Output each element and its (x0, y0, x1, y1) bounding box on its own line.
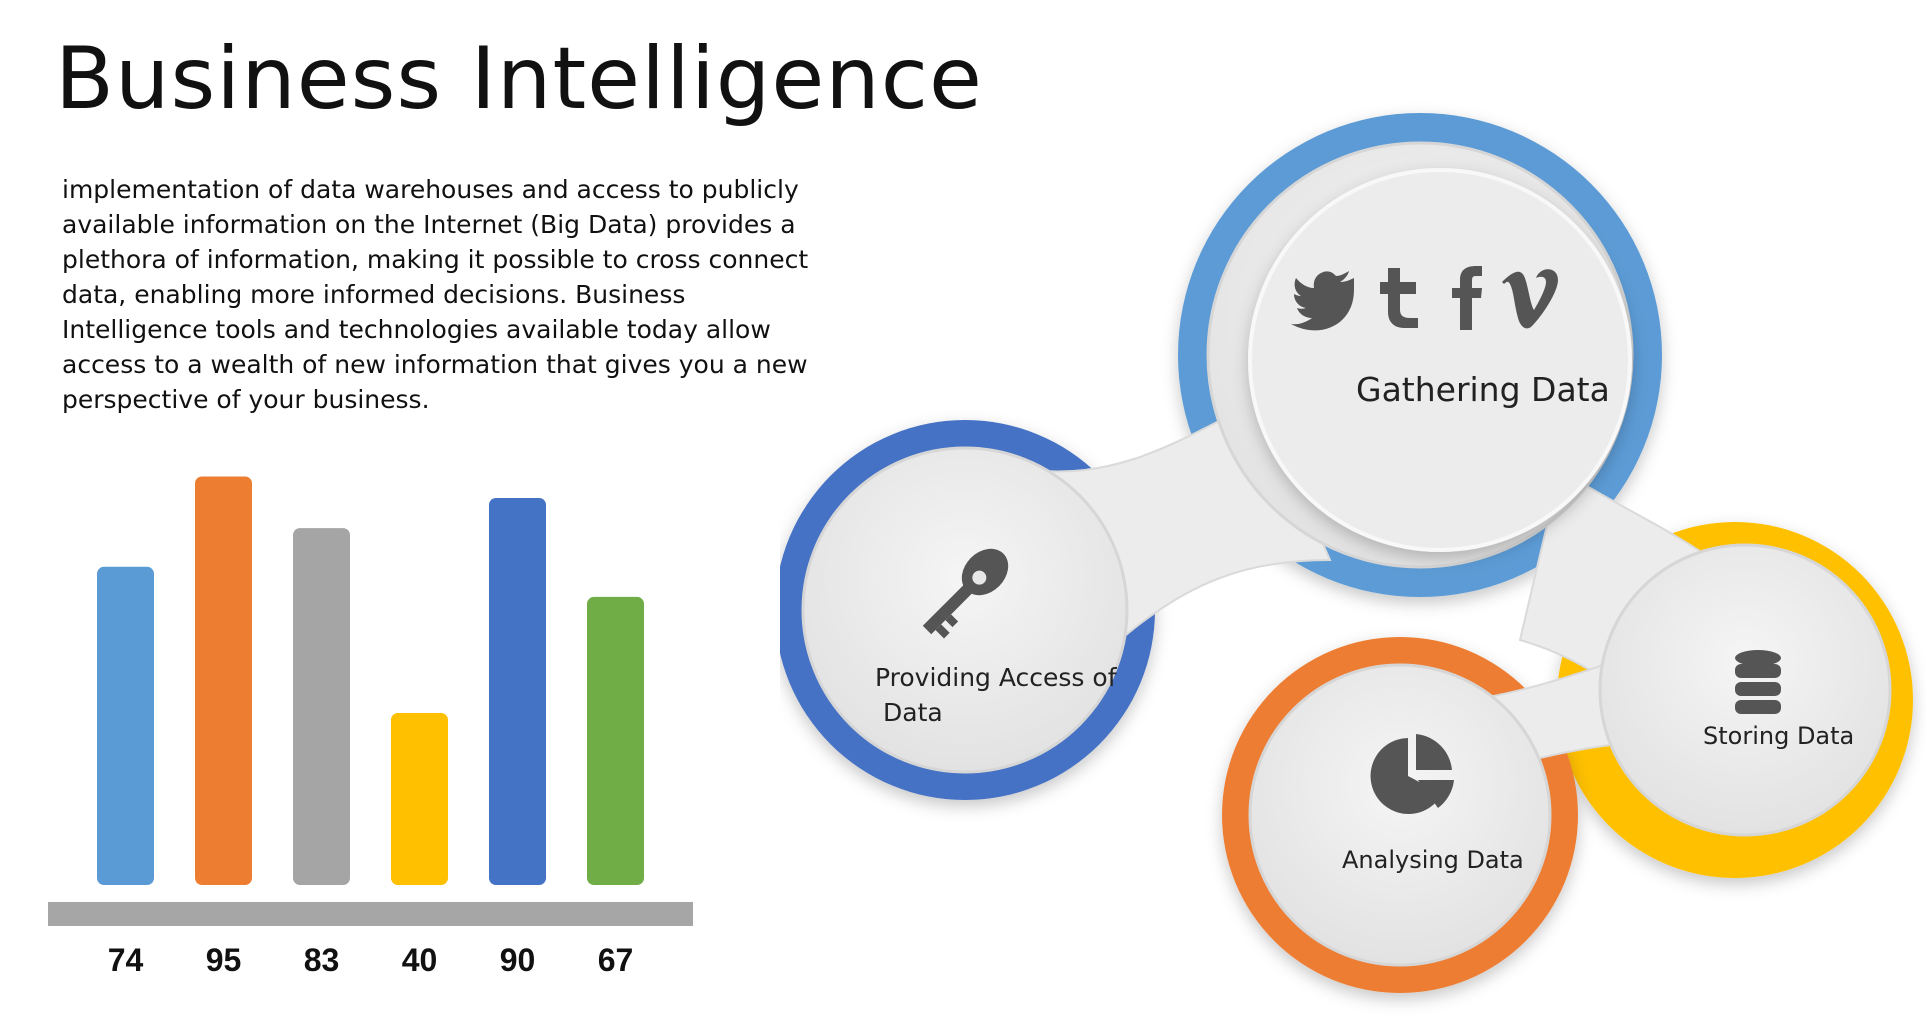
bar-label-95: 95 (206, 942, 242, 978)
bar-90 (489, 498, 546, 885)
bar-40 (391, 713, 448, 885)
facebook-icon (1452, 266, 1482, 330)
disc-gathering-inner (1248, 168, 1632, 552)
page-title: Business Intelligence (55, 29, 983, 129)
label-storing-data: Storing Data (1703, 722, 1855, 750)
twitter-icon (1291, 271, 1354, 331)
vimeo-icon (1502, 269, 1558, 329)
bar-label-67: 67 (598, 942, 634, 978)
bi-cycle-diagram (780, 113, 1913, 993)
bar-chart: 74 95 83 40 90 67 (48, 476, 693, 978)
database-icon (1735, 650, 1781, 714)
label-gathering-data: Gathering Data (1356, 370, 1610, 409)
label-analysing-data: Analysing Data (1342, 846, 1524, 874)
bar-83 (293, 528, 350, 885)
disc-analysing (1248, 663, 1552, 967)
description-text: implementation of data warehouses and ac… (62, 175, 809, 414)
label-providing-access: Providing Access of Data (875, 660, 1117, 730)
key-icon (922, 548, 1009, 639)
bar-label-74: 74 (108, 942, 144, 978)
bar-label-90: 90 (500, 942, 536, 978)
label-providing-line-1: Providing Access of (875, 663, 1117, 692)
bar-label-83: 83 (304, 942, 340, 978)
pie-chart-icon (1370, 734, 1454, 814)
x-axis-baseline (48, 902, 693, 926)
tumblr-icon (1380, 268, 1418, 328)
bar-67 (587, 596, 644, 885)
label-providing-line-2: Data (883, 698, 943, 727)
bar-74 (97, 566, 154, 885)
disc-providing (801, 446, 1129, 774)
bar-label-40: 40 (402, 942, 438, 978)
bar-95 (195, 476, 252, 885)
